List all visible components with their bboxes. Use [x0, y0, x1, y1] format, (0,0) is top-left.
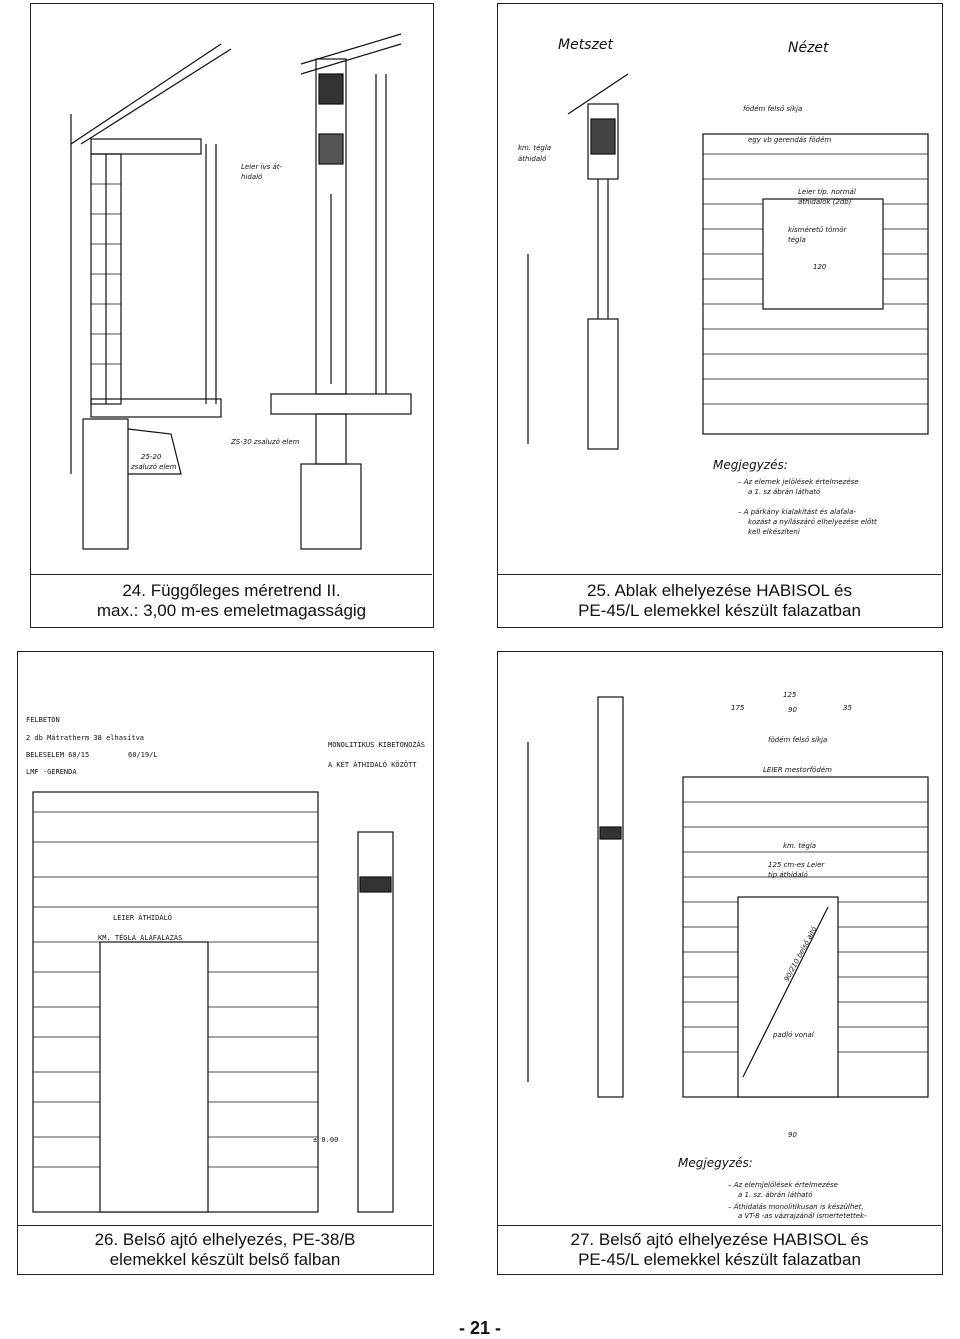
figure-25-panel: Metszet Nézet [497, 3, 943, 628]
label-km-tegla: km. tégla [783, 842, 816, 850]
figure-26-panel: FELBETON 2 db Mátratherm 38 elhasítva BE… [17, 651, 434, 1275]
note-line: – A párkány kialakítást és alafala- [738, 508, 856, 516]
note-line: – Az elemjelölések értelmezése [728, 1181, 838, 1189]
label-leier: Leier típ. normál [798, 188, 856, 196]
caption-line: PE-45/L elemekkel készült falazatban [578, 601, 861, 620]
label-megjegyzes: Megjegyzés: [678, 1156, 753, 1170]
label-athidalo: áthidaló [518, 155, 547, 163]
figure-26-drawing: FELBETON 2 db Mátratherm 38 elhasítva BE… [18, 652, 432, 1225]
label-hidalo: hidaló [241, 173, 263, 181]
figure-27-caption: 27. Belső ajtó elhelyezése HABISOL és PE… [498, 1225, 941, 1273]
label-35: 35 [843, 704, 852, 712]
note-line: – Az elemek jelölések értelmezése [738, 478, 859, 486]
note-line: kozást a nyílászáró elhelyezése előtt [748, 517, 877, 526]
label-beleselem: BELESELEM 60/15 [26, 751, 89, 759]
label-leier: Leier ívs át- [241, 163, 283, 171]
figure-24-caption: 24. Függőleges méretrend II. max.: 3,00 … [31, 574, 432, 626]
label-90b: 90 [788, 1131, 797, 1139]
caption-line: PE-45/L elemekkel készült falazatban [578, 1250, 861, 1269]
label-kmtegla: km. tégla [518, 144, 551, 152]
figure-27-panel: 125 175 90 35 födém felső síkja LEIER me… [497, 651, 943, 1275]
figure-25-drawing: Metszet Nézet [498, 4, 941, 574]
interior-door-view-drawing: 125 175 90 35 födém felső síkja LEIER me… [527, 691, 929, 1220]
caption-line: 25. Ablak elhelyezése HABISOL és [587, 581, 852, 600]
label-fodem: födém felső síkja [743, 104, 802, 113]
label-2520: 25-20 [141, 453, 162, 461]
label-monolitikus: MONOLITIKUS KIBETONOZÁS [328, 740, 425, 749]
label-padlo: padló vonal [772, 1031, 814, 1039]
figure-24-panel: Leier ívs át- hidaló ZS-30 zsaluzó elem … [30, 3, 434, 628]
label-6019: 60/19/L [128, 751, 158, 759]
caption-line: 27. Belső ajtó elhelyezése HABISOL és [570, 1230, 869, 1249]
caption-line: 26. Belső ajtó elhelyezés, PE-38/B [94, 1230, 356, 1249]
figure-26-caption: 26. Belső ajtó elhelyezés, PE-38/B eleme… [18, 1225, 432, 1273]
page-number: - 21 - [458, 1318, 501, 1338]
label-90: 90 [788, 706, 797, 714]
note-line: – Áthidalás monolitikusan is készülhet, [728, 1202, 864, 1211]
label-120: 120 [813, 263, 827, 271]
label-lmf: LMF -GERENDA [26, 768, 77, 776]
figure-24-drawing: Leier ívs át- hidaló ZS-30 zsaluzó elem … [31, 4, 432, 574]
note-line: a 1. sz ábrán látható [748, 488, 821, 496]
note-line: kell elkészíteni [748, 528, 800, 536]
label-175: 175 [731, 704, 745, 712]
vertical-section-drawing: Leier ívs át- hidaló ZS-30 zsaluzó elem … [70, 33, 412, 550]
label-leier-athidalo: LEIER ÁTHIDALÓ [113, 913, 172, 922]
label-125: 125 [783, 691, 797, 699]
label-tip: típ áthidaló [768, 871, 808, 879]
interior-door-drawing: FELBETON 2 db Mátratherm 38 elhasítva BE… [26, 716, 425, 1213]
caption-line: elemekkel készült belső falban [109, 1250, 341, 1269]
label-tegla: tégla [788, 236, 806, 244]
caption-line: 24. Függőleges méretrend II. [122, 581, 341, 600]
label-km-tegla: KM. TÉGLA ALÁFALAZÁS [98, 933, 182, 942]
note-line: a VT-8 -as vázrajzánál ismertetettek- [738, 1212, 867, 1220]
label-gerenda: egy vb gerendás födém [748, 136, 831, 144]
label-megjegyzes: Megjegyzés: [713, 458, 788, 472]
label-felbeton: FELBETON [26, 716, 60, 724]
label-zero: ± 0.00 [313, 1136, 338, 1144]
label-matratherm: 2 db Mátratherm 38 elhasítva [26, 734, 144, 742]
label-ket-athidalo: A KÉT ÁTHIDALÓ KÖZÖTT [328, 760, 417, 769]
label-metszet: Metszet [558, 37, 613, 53]
label-kismeretu: kisméretű tömör [788, 225, 847, 234]
note-line: a 1. sz. ábrán látható [738, 1191, 813, 1199]
label-fodem: födém felső síkja [768, 735, 827, 744]
label-125cm: 125 cm-es Leier [768, 861, 825, 869]
label-nezet: Nézet [788, 40, 829, 56]
label-athidalok: áthidalók (2db) [798, 198, 852, 206]
caption-line: max.: 3,00 m-es emeletmagasságig [96, 601, 367, 620]
label-zsaluzo: zsaluzó elem [130, 463, 177, 471]
label-leier-mester: LEIER mestorfödém [763, 766, 832, 774]
figure-25-caption: 25. Ablak elhelyezése HABISOL és PE-45/L… [498, 574, 941, 626]
window-placement-drawing: Metszet Nézet [518, 37, 929, 536]
label-zs30: ZS-30 zsaluzó elem [230, 438, 300, 446]
figure-27-drawing: 125 175 90 35 födém felső síkja LEIER me… [498, 652, 941, 1225]
